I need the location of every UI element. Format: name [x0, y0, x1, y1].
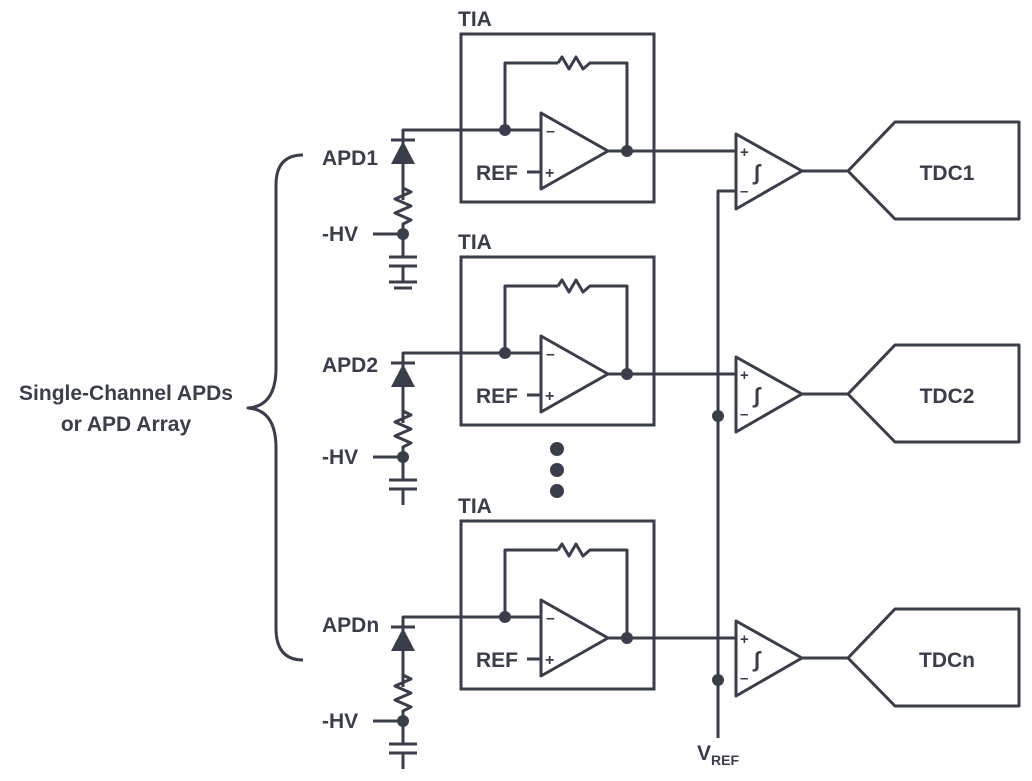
tia-output-node-dot [621, 632, 633, 644]
channel-1: TIA APD1 -HV REF TDC1 –++–∫ [322, 8, 1021, 290]
tdc-label: TDC2 [920, 385, 975, 408]
feedback-resistor-icon [556, 55, 594, 71]
apd-diode-icon [391, 364, 415, 387]
tia-output-node-dot [621, 145, 633, 157]
comparator-minus-symbol: – [740, 670, 748, 687]
side-label-line1: Single-Channel APDs [19, 382, 233, 405]
hv-label: -HV [322, 446, 358, 469]
vref-junction-dot [712, 674, 724, 686]
tia-label: TIA [458, 231, 492, 254]
feedback-wire-left [503, 61, 558, 130]
tdc-block [846, 343, 1021, 444]
feedback-wire-left [503, 284, 558, 353]
tia-plus-symbol: + [545, 652, 554, 669]
comparator-plus-symbol: + [740, 631, 749, 648]
tdc-block [846, 607, 1021, 708]
tdc-block [846, 120, 1021, 221]
tia-minus-symbol: – [546, 610, 555, 627]
channel-2: TIA APD2 -HV REF TDC2 –++–∫ [322, 231, 1021, 505]
apd-to-tia-wire [401, 615, 505, 687]
vref-subscript: REF [711, 752, 739, 768]
vref-junction-dot [712, 410, 724, 422]
ellipsis-dot [550, 463, 564, 477]
tia-label: TIA [458, 8, 492, 31]
tia-plus-symbol: + [545, 388, 554, 405]
ref-label: REF [476, 649, 518, 672]
tia-opamp-icon [539, 598, 610, 678]
integrator-symbol: ∫ [752, 647, 762, 672]
ellipsis-dot [550, 484, 564, 498]
hv-label: -HV [322, 223, 358, 246]
tdc-label: TDCn [919, 649, 975, 672]
tia-box [459, 519, 656, 691]
vref-main: V [697, 742, 711, 765]
apd-label: APD1 [322, 147, 378, 170]
tdc-label: TDC1 [920, 162, 975, 185]
feedback-wire-right [594, 548, 629, 637]
comparator-plus-symbol: + [740, 367, 749, 384]
apd-diode-icon [391, 628, 415, 651]
hv-label: -HV [322, 710, 358, 733]
tia-minus-symbol: – [546, 346, 555, 363]
feedback-wire-right [594, 284, 629, 373]
channel-n: TIA APDn -HV REF TDCn –++–∫ [322, 495, 1021, 769]
tia-label: TIA [458, 495, 492, 518]
bias-resistor-icon [393, 403, 413, 457]
integrator-symbol: ∫ [752, 160, 762, 185]
ref-label: REF [476, 162, 518, 185]
feedback-wire-left [503, 548, 558, 617]
feedback-resistor-icon [556, 542, 594, 558]
apd-to-tia-wire [401, 351, 505, 423]
tia-opamp-icon [539, 111, 610, 191]
tia-minus-symbol: – [546, 123, 555, 140]
vref-label: VREF [697, 742, 739, 768]
channel-ellipsis [550, 442, 564, 498]
vref-bus-line [716, 189, 736, 738]
left-brace [246, 153, 304, 662]
apd-label: APD2 [322, 354, 378, 377]
feedback-wire-right [594, 61, 629, 150]
side-label-line2: or APD Array [61, 413, 192, 436]
comparator-minus-symbol: – [740, 406, 748, 423]
tia-plus-symbol: + [545, 165, 554, 182]
feedback-resistor-icon [556, 278, 594, 294]
integrator-symbol: ∫ [752, 383, 762, 408]
comparator-plus-symbol: + [740, 144, 749, 161]
bias-resistor-icon [393, 180, 413, 234]
apd-diode-icon [391, 141, 415, 164]
comparator-icon [734, 132, 804, 211]
ellipsis-dot [550, 442, 564, 456]
ref-label: REF [476, 385, 518, 408]
tia-box [459, 32, 656, 204]
comparator-icon [734, 619, 804, 698]
bias-resistor-icon [393, 667, 413, 721]
tia-opamp-icon [539, 334, 610, 414]
tia-box [459, 255, 656, 427]
apd-label: APDn [322, 614, 379, 637]
tia-output-node-dot [621, 368, 633, 380]
apd-to-tia-wire [401, 128, 505, 200]
comparator-icon [734, 355, 804, 434]
comparator-minus-symbol: – [740, 183, 748, 200]
